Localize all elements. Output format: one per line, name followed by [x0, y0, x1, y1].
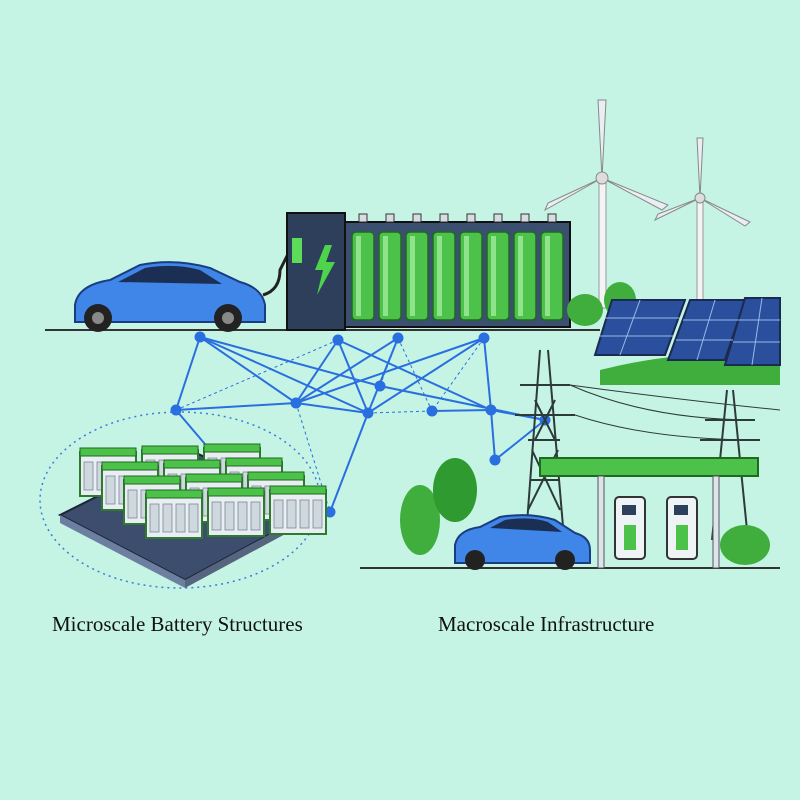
- battery-cell: [486, 231, 510, 321]
- lightning-icon: [315, 245, 335, 295]
- network-link: [431, 409, 492, 412]
- network-link: [397, 337, 433, 412]
- battery-cell: [513, 231, 537, 321]
- electric-car-top: [74, 249, 292, 332]
- microscale-label: Microscale Battery Structures: [52, 612, 303, 636]
- network-link: [367, 337, 485, 414]
- network-node: [478, 332, 490, 344]
- network-link: [295, 337, 399, 404]
- network-node: [324, 506, 336, 518]
- network-link: [337, 339, 369, 414]
- network-link: [494, 419, 546, 461]
- network-link: [199, 336, 297, 404]
- electric-car-bottom: [454, 514, 591, 570]
- network-node: [290, 397, 302, 409]
- network-link: [175, 402, 297, 411]
- network-link: [295, 402, 369, 414]
- network-node: [426, 405, 438, 417]
- network-link: [199, 336, 381, 387]
- battery-module-array: [39, 411, 327, 589]
- battery-cell: [405, 231, 429, 321]
- network-node: [392, 332, 404, 344]
- network-link: [490, 409, 496, 461]
- battery-storage-unit: [286, 212, 571, 331]
- wind-turbines: [543, 99, 751, 309]
- network-node: [170, 404, 182, 416]
- network-node: [194, 331, 206, 343]
- network-link: [175, 336, 201, 411]
- network-graph: [170, 331, 551, 518]
- network-link: [199, 336, 369, 414]
- network-link: [337, 339, 492, 411]
- network-link: [483, 337, 492, 411]
- network-link: [295, 402, 331, 513]
- battery-cell: [459, 231, 483, 321]
- network-node: [332, 334, 344, 346]
- battery-cell: [540, 231, 564, 321]
- battery-cell: [378, 231, 402, 321]
- network-link: [295, 337, 485, 404]
- network-node: [374, 380, 386, 392]
- network-node: [362, 407, 374, 419]
- charging-station: [400, 457, 770, 569]
- battery-cell: [351, 231, 375, 321]
- network-link: [175, 409, 211, 451]
- battery-cell: [432, 231, 456, 321]
- network-link: [329, 412, 369, 513]
- solar-panels: [593, 297, 781, 366]
- network-link: [379, 337, 399, 387]
- network-link: [295, 339, 339, 404]
- network-link: [367, 410, 433, 414]
- network-node: [489, 454, 501, 466]
- macroscale-label: Macroscale Infrastructure: [438, 612, 655, 636]
- network-node: [485, 404, 497, 416]
- network-link: [431, 337, 485, 412]
